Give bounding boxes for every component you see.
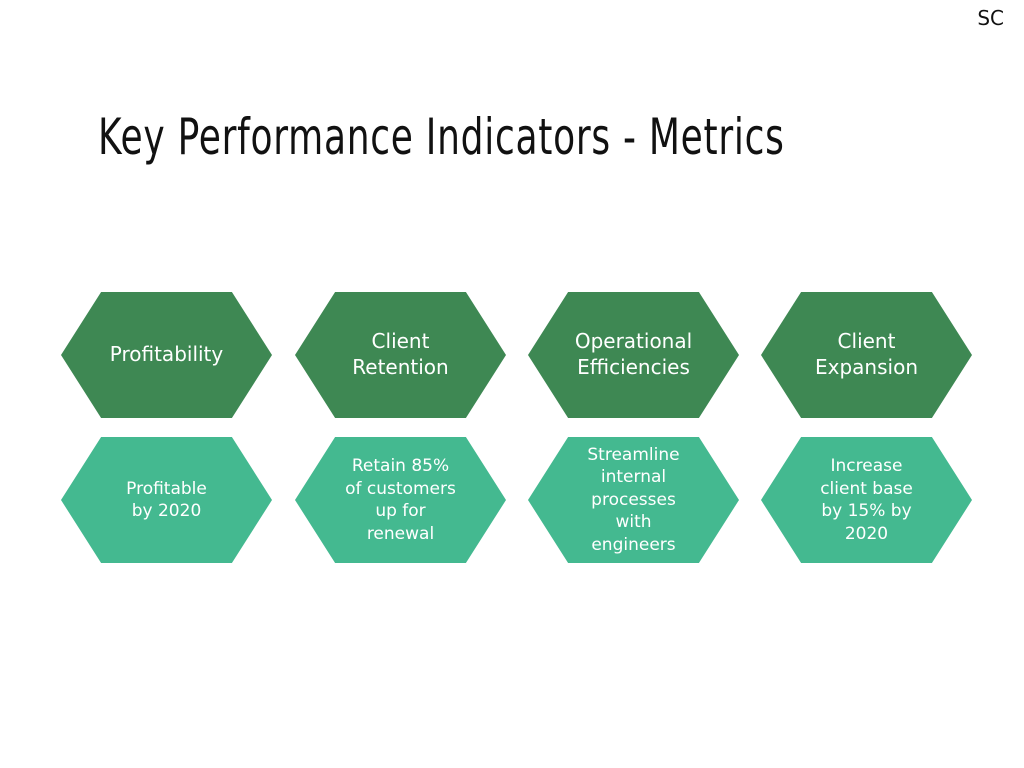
kpi-category-label: Profitability bbox=[109, 341, 224, 366]
kpi-metric-label: Profitable by 2020 bbox=[126, 478, 207, 522]
slide-title: Key Performance Indicators - Metrics bbox=[98, 108, 785, 166]
kpi-category-label: Client Retention bbox=[352, 328, 449, 379]
kpi-category-client-expansion: Client Expansion bbox=[761, 292, 972, 418]
author-initials: SC bbox=[977, 6, 1004, 30]
kpi-category-profitability: Profitability bbox=[61, 292, 272, 418]
kpi-metric-operational-efficiencies: Streamline internal processes with engin… bbox=[528, 437, 739, 563]
kpi-category-label: Operational Efficiencies bbox=[574, 328, 693, 379]
kpi-category-client-retention: Client Retention bbox=[295, 292, 506, 418]
kpi-metric-client-retention: Retain 85% of customers up for renewal bbox=[295, 437, 506, 563]
kpi-metric-label: Increase client base by 15% by 2020 bbox=[820, 456, 913, 544]
kpi-metric-label: Retain 85% of customers up for renewal bbox=[345, 456, 456, 544]
kpi-category-label: Client Expansion bbox=[815, 328, 918, 379]
kpi-metric-label: Streamline internal processes with engin… bbox=[587, 444, 680, 555]
kpi-metric-profitability: Profitable by 2020 bbox=[61, 437, 272, 563]
kpi-metric-client-expansion: Increase client base by 15% by 2020 bbox=[761, 437, 972, 563]
kpi-category-operational-efficiencies: Operational Efficiencies bbox=[528, 292, 739, 418]
